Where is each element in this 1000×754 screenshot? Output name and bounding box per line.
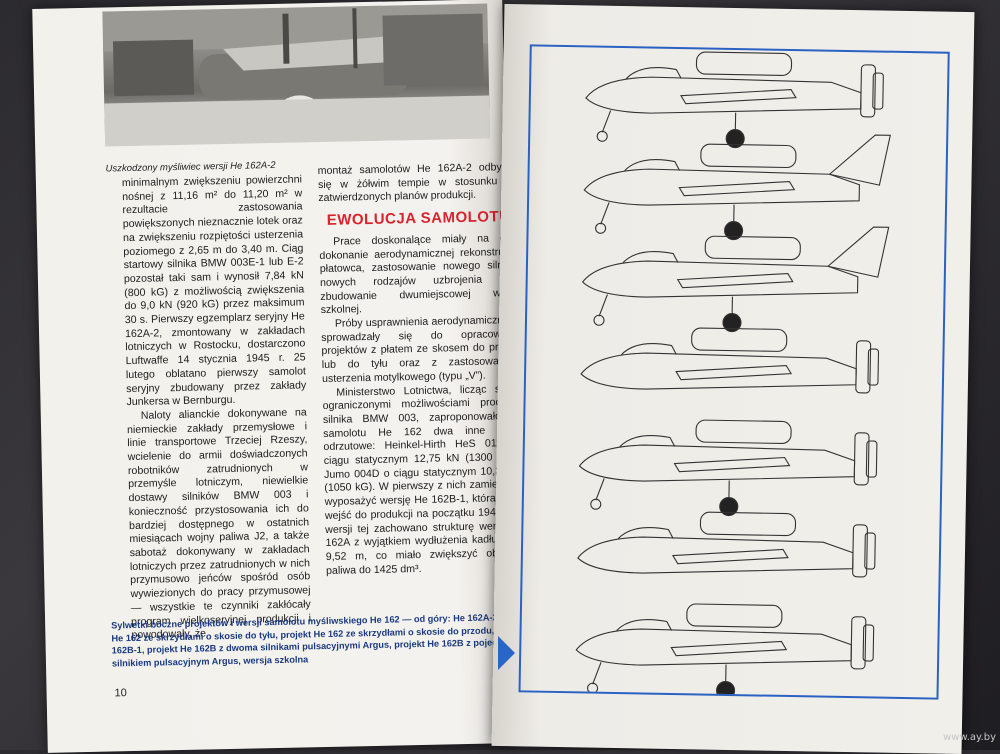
aircraft-silhouettes bbox=[521, 46, 948, 697]
paragraph: Naloty alianckie dokonywane na niemiecki… bbox=[127, 406, 312, 643]
aircraft-silhouette bbox=[581, 326, 879, 393]
aircraft-silhouette bbox=[578, 510, 876, 577]
aircraft-silhouette bbox=[575, 602, 874, 698]
left-page: Uszkodzony myśliwiec wersji He 162A-2 mi… bbox=[32, 0, 517, 753]
page-number: 10 bbox=[114, 687, 126, 699]
figure-caption: Sylwetki boczne projektów i wersji samol… bbox=[111, 610, 544, 669]
text-column-1: minimalnym zwiększeniu powierzchni nośne… bbox=[122, 173, 312, 643]
paragraph: minimalnym zwiększeniu powierzchni nośne… bbox=[122, 173, 307, 410]
paragraph: montaż samolotów He 162A-2 odbywał się w… bbox=[318, 161, 519, 206]
aircraft-silhouette bbox=[585, 50, 884, 150]
photo-caption: Uszkodzony myśliwiec wersji He 162A-2 bbox=[106, 160, 276, 175]
arrow-icon bbox=[498, 636, 515, 670]
aircraft-photo bbox=[102, 3, 490, 146]
aircraft-silhouette bbox=[579, 418, 878, 518]
paragraph: Prace doskonalące miały na celu dokonani… bbox=[319, 232, 521, 318]
paragraph: Próby usprawnienia aerodynamicznego spro… bbox=[321, 314, 522, 387]
silhouettes-frame bbox=[518, 44, 949, 699]
watermark: www.ay.by bbox=[943, 732, 996, 743]
right-page bbox=[492, 4, 975, 754]
section-heading: EWOLUCJA SAMOLOTU bbox=[327, 210, 519, 228]
